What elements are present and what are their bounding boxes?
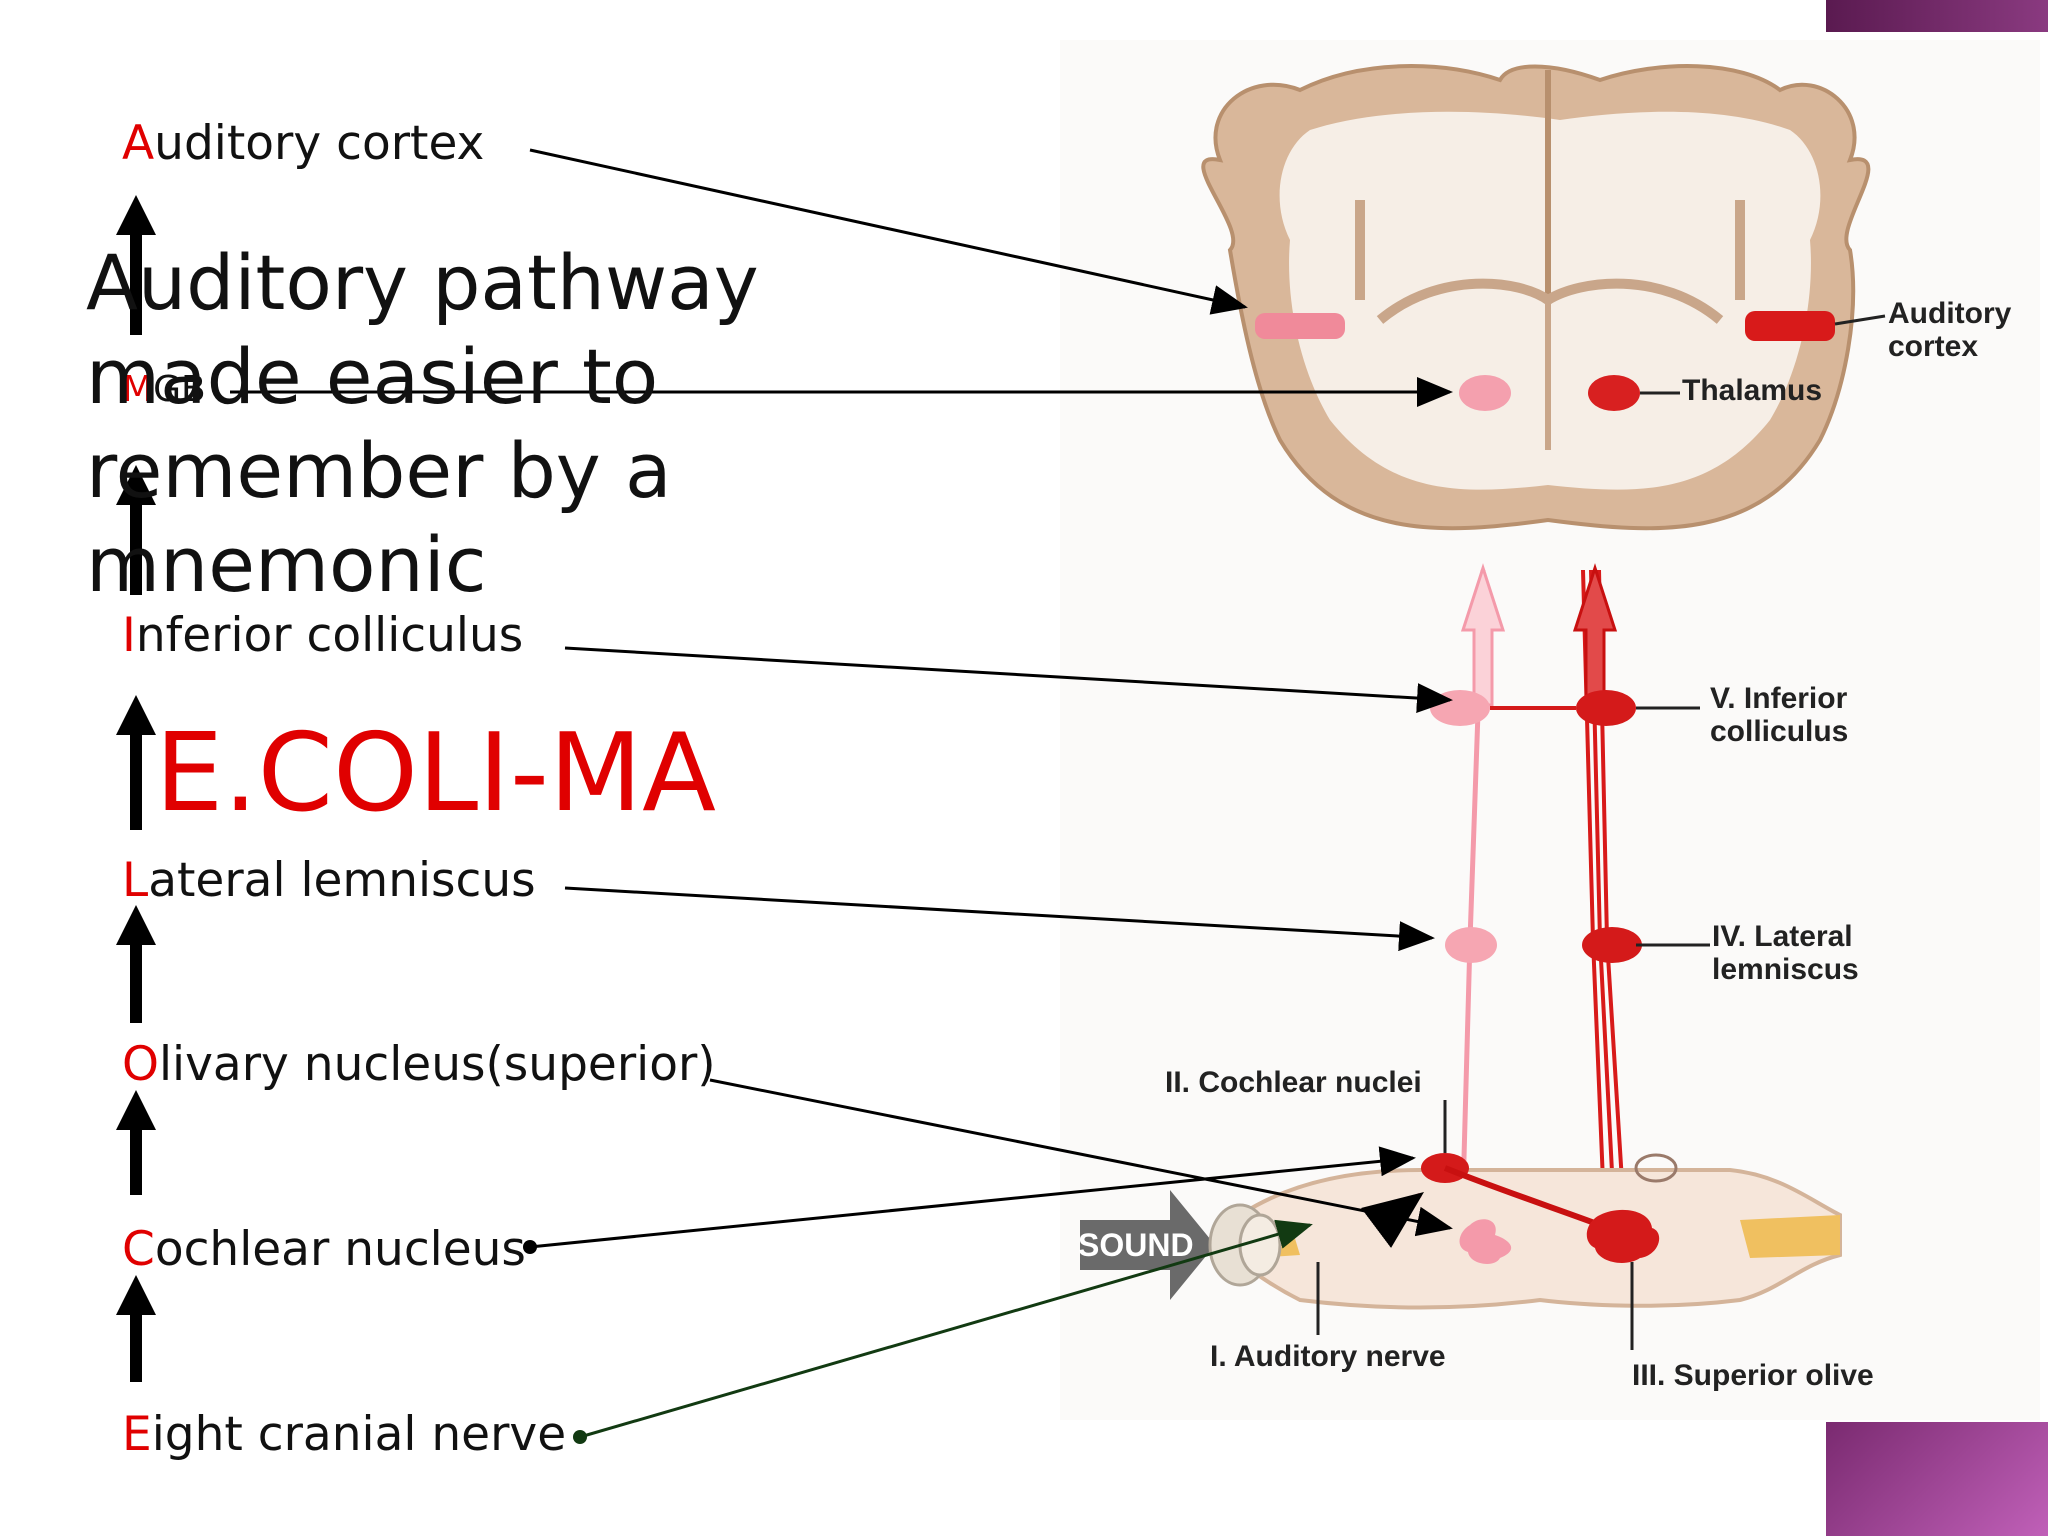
brainstem (1080, 1153, 1842, 1310)
fig-label-inferior-colliculus-2: colliculus (1710, 715, 1848, 748)
fig-label-cochlear-nuclei: II. Cochlear nuclei (1165, 1066, 1422, 1099)
fig-label-auditory-nerve: I. Auditory nerve (1210, 1340, 1446, 1373)
label-auditory-cortex: Auditory cortex (122, 116, 485, 171)
figure-callout-lines (1316, 314, 1886, 1350)
corner-decoration-bottom (1826, 1422, 2048, 1536)
pointer-lines (230, 148, 1453, 1249)
label-mgb: MGB (122, 369, 206, 410)
fig-label-inferior-colliculus-1: V. Inferior (1710, 682, 1848, 715)
fig-label-sound: SOUND (1078, 1227, 1194, 1263)
fig-label-lateral-lemniscus-1: IV. Lateral (1712, 920, 1853, 953)
label-lateral-lemniscus: Lateral lemniscus (122, 853, 536, 908)
upward-arrows (116, 195, 156, 1382)
fig-label-superior-olive: III. Superior olive (1632, 1359, 1874, 1392)
label-eighth-cranial-nerve: Eight cranial nerve (122, 1407, 567, 1462)
corner-decoration-top (1826, 0, 2048, 32)
label-olivary-nucleus: Olivary nucleus(superior) (122, 1037, 716, 1092)
slide-title: Auditory pathway made easier to remember… (86, 238, 759, 609)
fig-label-thalamus: Thalamus (1682, 374, 1822, 407)
label-cochlear-nucleus: Cochlear nucleus (122, 1222, 526, 1277)
label-inferior-colliculus: Inferior colliculus (122, 608, 524, 663)
fig-label-auditory-cortex-2: cortex (1888, 330, 1978, 363)
fig-label-lateral-lemniscus-2: lemniscus (1712, 953, 1859, 986)
brain-section (1201, 64, 1871, 531)
fig-label-auditory-cortex-1: Auditory (1888, 297, 2012, 330)
mnemonic-text: E.COLI-MA (155, 711, 717, 836)
